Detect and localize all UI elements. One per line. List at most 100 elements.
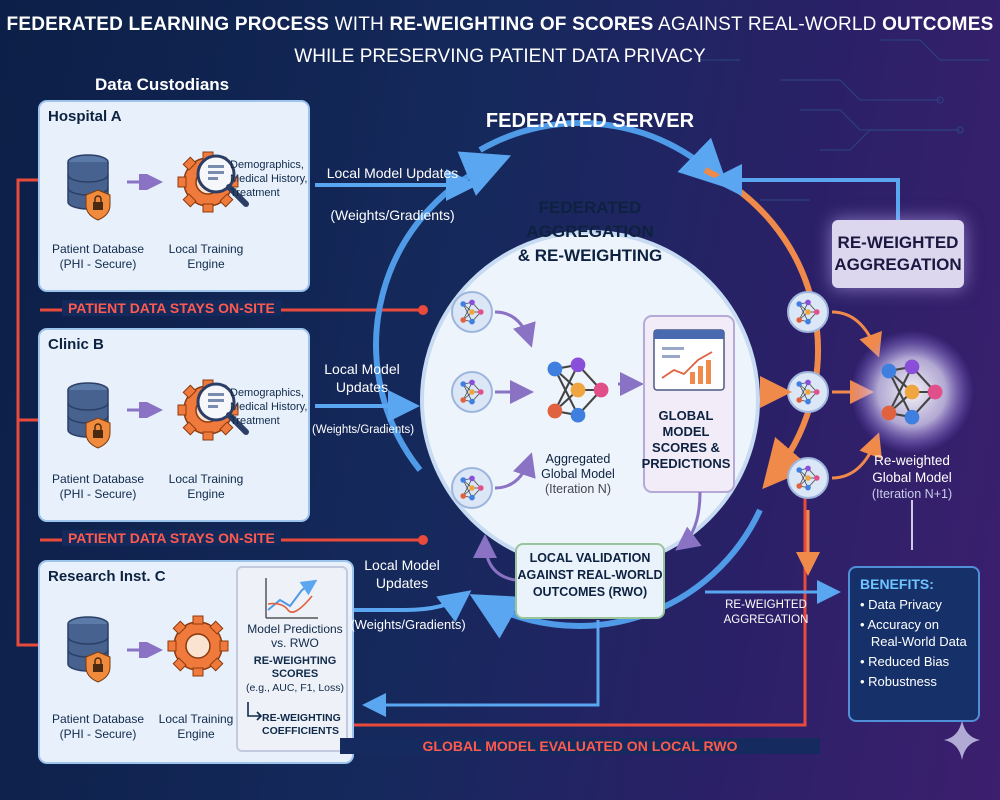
agg-line: FEDERATED bbox=[538, 198, 642, 217]
update-detail-b: (Weights/Gradients) bbox=[312, 424, 415, 436]
aggregated-model-label: Aggregated Global Model (Iteration N) bbox=[528, 452, 628, 497]
update-detail-a: (Weights/Gradients) bbox=[330, 207, 455, 223]
custodians-heading: Data Custodians bbox=[95, 75, 230, 94]
engine-label: Local Training bbox=[168, 242, 244, 256]
update-detail-c: (Weights/Gradients) bbox=[350, 617, 466, 632]
model-line: Global Model bbox=[541, 467, 615, 481]
reweighting-scores-label: RE-WEIGHTING SCORES bbox=[253, 655, 337, 680]
validation-line: OUTCOMES (RWO) bbox=[532, 585, 648, 599]
reagg-line: RE-WEIGHTED bbox=[837, 233, 959, 252]
feature-line: Medical History, bbox=[230, 173, 308, 185]
gear-icon bbox=[167, 615, 229, 677]
validation-line: AGAINST REAL-WORLD bbox=[517, 568, 663, 582]
research-c-update-arrow bbox=[345, 590, 472, 623]
reweighted-global-model bbox=[850, 330, 974, 454]
title-part-5: OUTCOMES bbox=[882, 14, 994, 35]
update-label-a: Local Model Updates bbox=[326, 165, 459, 181]
title-part-2: WITH bbox=[329, 14, 390, 35]
engine-label: Local Training bbox=[168, 472, 244, 486]
reweighted-aggregation-small-label: RE-WEIGHTED AGGREGATION bbox=[706, 598, 826, 628]
sparkle-icon bbox=[944, 720, 980, 760]
update-line: Local Model bbox=[324, 361, 400, 377]
feature-line: Medical History, bbox=[230, 401, 308, 413]
reweighted-aggregation-box: RE-WEIGHTED AGGREGATION bbox=[832, 220, 964, 288]
on-site-label-1: PATIENT DATA STAYS ON-SITE bbox=[62, 300, 281, 316]
engine-sublabel: Engine bbox=[177, 727, 215, 741]
local-validation-box: LOCAL VALIDATION AGAINST REAL-WORLD OUTC… bbox=[515, 543, 665, 619]
validation-return-arrow bbox=[362, 620, 600, 717]
card-title: Research Inst. C bbox=[48, 568, 166, 585]
reagg-small-line: RE-WEIGHTED bbox=[725, 599, 807, 611]
benefit-item: Real-World Data bbox=[860, 634, 967, 649]
benefits-title: BENEFITS: bbox=[860, 576, 934, 592]
rw-model-iteration: (Iteration N+1) bbox=[871, 487, 953, 501]
db-label: Patient Database bbox=[51, 242, 145, 256]
arrow-right-icon bbox=[127, 174, 163, 190]
update-label-c: Local Model Updates bbox=[352, 556, 452, 592]
subtitle: WHILE PRESERVING PATIENT DATA PRIVACY bbox=[294, 46, 706, 67]
rw-model-line: Re-weighted bbox=[874, 453, 950, 468]
pred-line: Model Predictions bbox=[247, 622, 343, 636]
main-title: FEDERATED LEARNING PROCESS WITH RE-WEIGH… bbox=[0, 14, 1000, 36]
db-sublabel: (PHI - Secure) bbox=[59, 487, 137, 501]
title-part-3: RE-WEIGHTING OF SCORES bbox=[389, 14, 654, 35]
model-predictions-label: Model Predictions vs. RWO bbox=[240, 622, 350, 650]
title-part-1: FEDERATED LEARNING PROCESS bbox=[6, 14, 330, 35]
reagg-small-line: AGGREGATION bbox=[723, 614, 809, 626]
database-icon bbox=[67, 616, 111, 683]
server-title: FEDERATED SERVER bbox=[485, 110, 695, 132]
benefit-item: • Accuracy on bbox=[860, 617, 939, 632]
card-clinic-b: Clinic B Patient Database (PHI - Secure)… bbox=[38, 328, 310, 522]
feature-line: Treatment bbox=[230, 415, 280, 427]
update-label-b: Local Model Updates bbox=[312, 360, 412, 396]
arrow-right-icon bbox=[127, 642, 163, 658]
update-line: Updates bbox=[335, 379, 389, 395]
metrics-label: (e.g., AUC, F1, Loss) bbox=[245, 682, 345, 694]
reweighted-feedback-arrow bbox=[710, 164, 900, 220]
benefit-item: • Robustness bbox=[860, 674, 937, 689]
agg-line: AGGREGATION bbox=[526, 222, 654, 241]
db-label: Patient Database bbox=[51, 472, 145, 486]
feature-line: Demographics, bbox=[230, 159, 304, 171]
reweighted-model-label: Re-weighted Global Model (Iteration N+1) bbox=[862, 452, 962, 503]
model-iteration: (Iteration N) bbox=[545, 482, 611, 496]
coef-line: RE-WEIGHTING bbox=[262, 712, 341, 724]
coef-line: COEFFICIENTS bbox=[262, 725, 340, 737]
database-icon bbox=[67, 154, 111, 221]
bottom-note: GLOBAL MODEL EVALUATED ON LOCAL RWO bbox=[340, 738, 820, 754]
feature-line: Treatment bbox=[230, 187, 280, 199]
scores-line: SCORES & bbox=[652, 440, 720, 455]
feature-line: Demographics, bbox=[230, 387, 304, 399]
arrow-right-icon bbox=[127, 402, 163, 418]
database-icon bbox=[67, 382, 111, 449]
model-line: Aggregated bbox=[545, 452, 611, 466]
reweighting-coefficients-label: RE-WEIGHTING COEFFICIENTS bbox=[262, 712, 352, 738]
engine-sublabel: Engine bbox=[187, 257, 225, 271]
trend-chart-icon bbox=[265, 578, 318, 619]
global-scores-label: GLOBAL MODEL SCORES & PREDICTIONS bbox=[636, 408, 736, 472]
db-sublabel: (PHI - Secure) bbox=[59, 257, 137, 271]
agg-line: & RE-WEIGHTING bbox=[517, 246, 663, 265]
benefits-panel: BENEFITS: • Data Privacy • Accuracy on R… bbox=[848, 566, 980, 722]
engine-label: Local Training bbox=[158, 712, 234, 726]
card-hospital-a: Hospital A Patient Database (PHI - Secur… bbox=[38, 100, 310, 292]
db-sublabel: (PHI - Secure) bbox=[59, 727, 137, 741]
scores-line: GLOBAL bbox=[658, 408, 714, 423]
update-line: Updates bbox=[375, 575, 429, 591]
engine-sublabel: Engine bbox=[187, 487, 225, 501]
reweighting-scores-panel bbox=[236, 566, 348, 752]
rw-model-line: Global Model bbox=[872, 470, 952, 485]
global-scores-panel bbox=[643, 315, 735, 493]
card-title: Hospital A bbox=[48, 108, 122, 125]
title-part-4: AGAINST REAL-WORLD bbox=[653, 14, 883, 35]
reweighted-inputs bbox=[787, 291, 829, 499]
on-site-label-2: PATIENT DATA STAYS ON-SITE bbox=[62, 530, 281, 546]
aggregation-title: FEDERATED AGGREGATION & RE-WEIGHTING bbox=[470, 196, 710, 268]
validation-line: LOCAL VALIDATION bbox=[529, 551, 651, 565]
benefit-item: • Data Privacy bbox=[860, 597, 942, 612]
update-line: Local Model bbox=[364, 557, 440, 573]
card-research-inst-c: Research Inst. C Patient Database (PHI -… bbox=[38, 560, 354, 764]
circuit-traces bbox=[700, 39, 990, 201]
server-arc-top-blue bbox=[478, 120, 729, 189]
